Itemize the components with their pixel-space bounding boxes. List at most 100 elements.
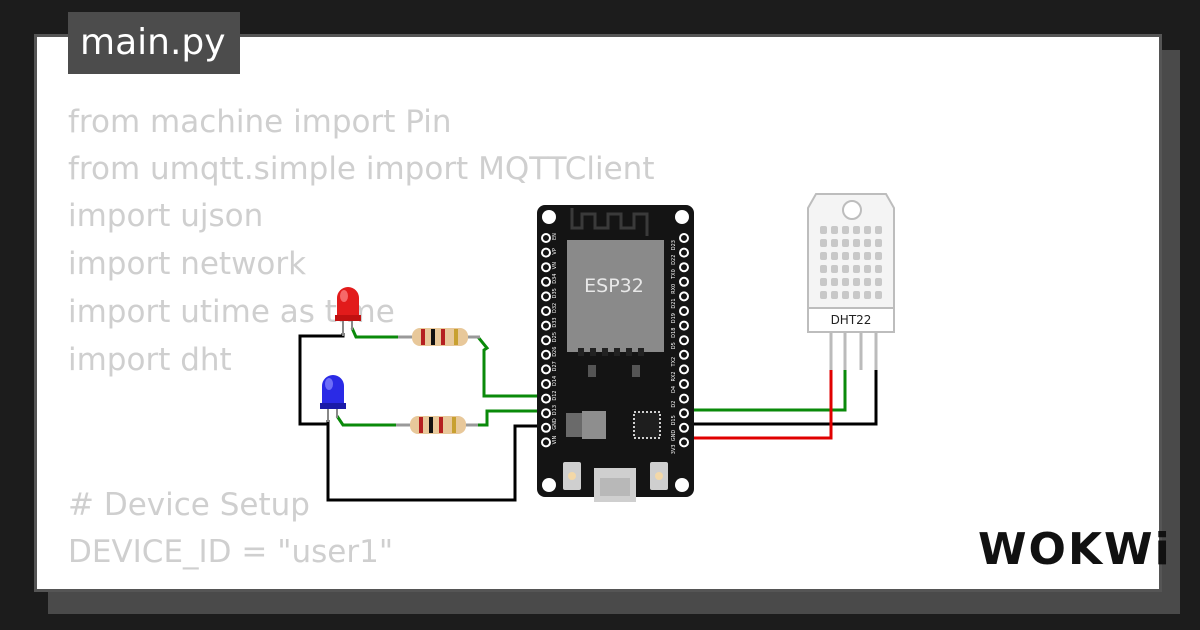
pin-label: D22 [671, 255, 677, 265]
pin-label: D13 [552, 405, 558, 415]
sensor-vent [842, 226, 849, 234]
pin-label: GND [552, 418, 558, 430]
sensor-vent [831, 265, 838, 273]
code-line: import network [68, 246, 307, 282]
sensor-vent [875, 278, 882, 286]
blue-led [320, 375, 346, 422]
pin-label: D35 [552, 288, 558, 298]
pin-label: D25 [552, 332, 558, 342]
sensor-vent [831, 291, 838, 299]
sensor-vent [853, 226, 860, 234]
wire-dht-ground [684, 370, 878, 426]
pin-hole [541, 422, 551, 433]
pin-hole [679, 437, 689, 448]
pin-hole [679, 262, 689, 273]
sensor-vent [875, 265, 882, 273]
sensor-vent [864, 252, 871, 260]
wokwi-logo: WOKWi [978, 524, 1172, 575]
code-line: import dht [68, 342, 232, 378]
red-led [335, 287, 361, 336]
sensor-vent [875, 239, 882, 247]
pin-hole [541, 393, 551, 404]
sensor-vent [820, 278, 827, 286]
pin-hole [679, 335, 689, 346]
pin-hole [541, 291, 551, 302]
code-line: DEVICE_ID = "user1" [68, 534, 394, 570]
pin-label: D4 [671, 386, 677, 393]
pin-label: VP [552, 248, 558, 254]
pin-hole [679, 408, 689, 419]
filename-tab: main.py [68, 12, 240, 74]
pin-hole [679, 276, 689, 287]
pin-hole [541, 306, 551, 316]
sensor-vent [864, 226, 871, 234]
pin-hole [679, 233, 689, 243]
blue-led-body [322, 375, 344, 406]
wire-red-led-resistor [350, 327, 410, 339]
code-line: # Device Setup [68, 487, 310, 523]
sensor-vent [853, 252, 860, 260]
pin-label: D23 [671, 240, 677, 250]
pin-label: D18 [671, 328, 677, 338]
sensor-vent [875, 226, 882, 234]
wire-dht-data [684, 370, 847, 412]
code-line: from umqtt.simple import MQTTClient [68, 151, 655, 187]
pin-hole [541, 320, 551, 331]
pin-hole [541, 262, 551, 273]
sensor-vent [853, 291, 860, 299]
pin-label: RX0 [671, 284, 677, 294]
sensor-vent [842, 291, 849, 299]
board-label: ESP32 [584, 275, 644, 297]
sensor-vent [842, 278, 849, 286]
pin-label: D15 [671, 415, 677, 425]
resistor-top [398, 328, 480, 346]
pin-label: TX2 [671, 357, 677, 368]
esp32-board: ESP32 ENVPVND34D35D32D33D25D26D27D14D12D… [537, 205, 694, 502]
pin-label: TX0 [671, 269, 677, 280]
pin-hole [679, 393, 689, 404]
pin-label: D26 [552, 347, 558, 357]
sensor-vent [820, 252, 827, 260]
dht22-sensor: DHT22 [807, 193, 895, 370]
sensor-vent [864, 278, 871, 286]
sensor-vent [875, 291, 882, 299]
pin-label: GND [671, 430, 677, 442]
pin-hole [541, 364, 551, 375]
pin-hole [541, 276, 551, 287]
pin-hole [541, 247, 551, 258]
sensor-vent [842, 265, 849, 273]
sensor-vent [853, 239, 860, 247]
sensor-vent [831, 252, 838, 260]
pin-label: VIN [552, 436, 558, 445]
pin-label: D2 [671, 401, 677, 408]
sensor-vent [875, 252, 882, 260]
sensor-vent [831, 278, 838, 286]
sensor-vent [864, 291, 871, 299]
pin-hole [679, 291, 689, 302]
pin-hole [541, 349, 551, 360]
pin-label: RX2 [671, 371, 677, 381]
sensor-vent [864, 239, 871, 247]
sensor-vent [820, 239, 827, 247]
sensor-vent [842, 239, 849, 247]
red-led-body [337, 287, 359, 318]
pin-label: D32 [552, 303, 558, 313]
pin-hole [679, 364, 689, 375]
code-line: import utime as time [68, 294, 395, 330]
sensor-vent [842, 252, 849, 260]
sensor-vent [820, 226, 827, 234]
pin-label: D5 [671, 342, 677, 349]
pin-hole [679, 247, 689, 258]
code-line: from machine import Pin [68, 104, 452, 140]
sensor-vent [831, 239, 838, 247]
wire-dht-power [684, 370, 833, 440]
pin-hole [541, 335, 551, 346]
pin-label: D33 [552, 317, 558, 327]
pin-hole [541, 437, 551, 448]
pin-label: D19 [671, 313, 677, 323]
pin-hole [679, 379, 689, 389]
pin-hole [679, 320, 689, 331]
sensor-label: DHT22 [831, 313, 872, 327]
pin-label: 3V3 [671, 444, 677, 454]
sensor-vent [853, 278, 860, 286]
